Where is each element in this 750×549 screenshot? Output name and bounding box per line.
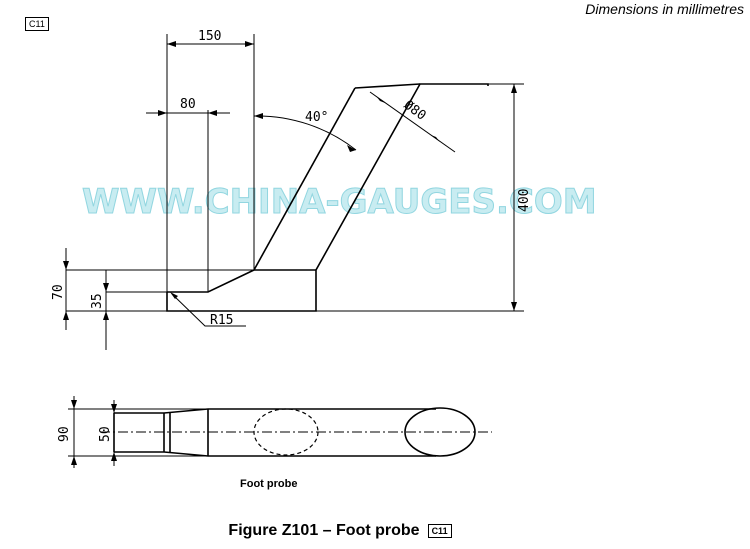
dim-35: 35 — [90, 293, 105, 309]
sub-caption: Foot probe — [240, 478, 298, 490]
dim-90: 90 — [57, 426, 72, 442]
dim-diameter: Ø80 — [401, 98, 429, 124]
dim-80: 80 — [180, 97, 196, 112]
figure-caption: Figure Z101 – Foot probe C11 — [0, 522, 680, 540]
toe-ellipse — [404, 407, 476, 457]
plan-view: 90 50 — [57, 396, 492, 468]
figure-title: Figure Z101 – Foot probe — [228, 522, 420, 539]
dim-angle: 40° — [305, 110, 328, 125]
dim-400: 400 — [517, 189, 532, 212]
dim-radius: R15 — [210, 313, 233, 328]
revision-badge-caption: C11 — [427, 523, 452, 538]
dim-70: 70 — [51, 284, 66, 300]
revision-badge-top: C11 — [25, 17, 49, 31]
dim-50: 50 — [98, 426, 113, 442]
side-view: 150 80 40° Ø80 400 70 35 R1 — [51, 29, 532, 350]
units-note: Dimensions in millimetres — [585, 1, 744, 17]
dim-150: 150 — [198, 29, 221, 44]
